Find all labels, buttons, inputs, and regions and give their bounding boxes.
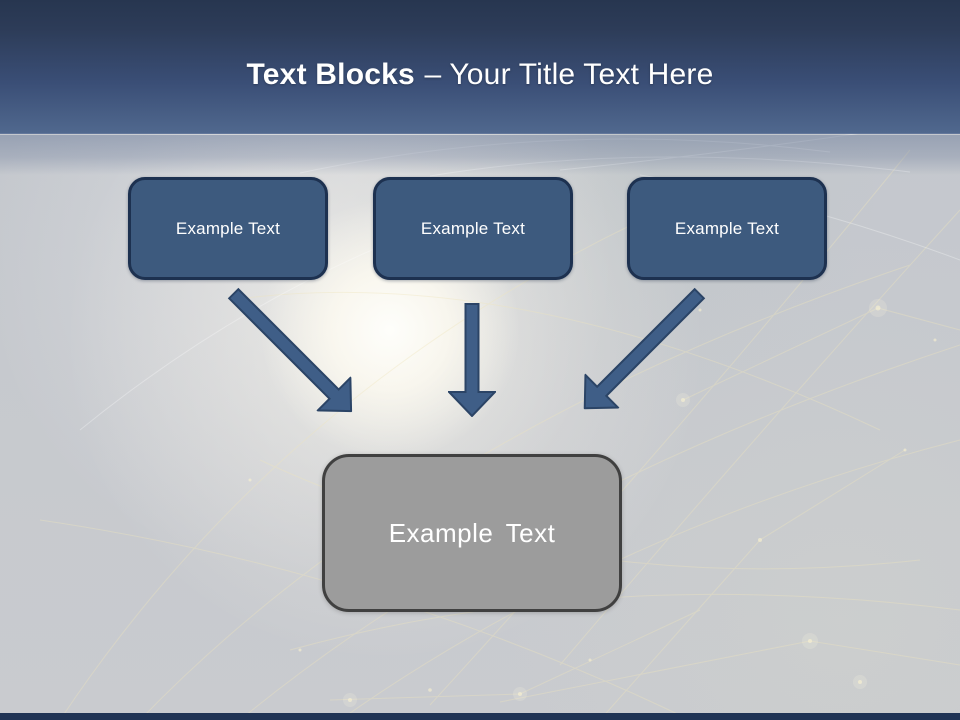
title-bar: Text Blocks – Your Title Text Here xyxy=(0,0,960,134)
text-block-2-label: Example Text xyxy=(420,218,526,238)
result-block-label: Example Text xyxy=(388,517,556,548)
down-right-arrow-icon[interactable] xyxy=(216,276,369,429)
text-block-2[interactable]: Example Text xyxy=(373,177,573,280)
down-arrow-icon[interactable] xyxy=(448,303,496,417)
text-block-1[interactable]: Example Text xyxy=(128,177,328,280)
text-block-3-label: Example Text xyxy=(674,218,780,238)
text-block-3[interactable]: Example Text xyxy=(627,177,827,280)
title-regular-text: – Your Title Text Here xyxy=(424,57,714,91)
text-block-1-label: Example Text xyxy=(175,218,281,238)
footer-bar xyxy=(0,713,960,720)
result-block[interactable]: Example Text xyxy=(322,454,622,612)
header-shadow-band xyxy=(0,135,960,175)
down-left-arrow-icon[interactable] xyxy=(567,276,717,426)
title-bold-text: Text Blocks xyxy=(246,57,415,91)
slide-title: Text Blocks – Your Title Text Here xyxy=(247,58,714,92)
